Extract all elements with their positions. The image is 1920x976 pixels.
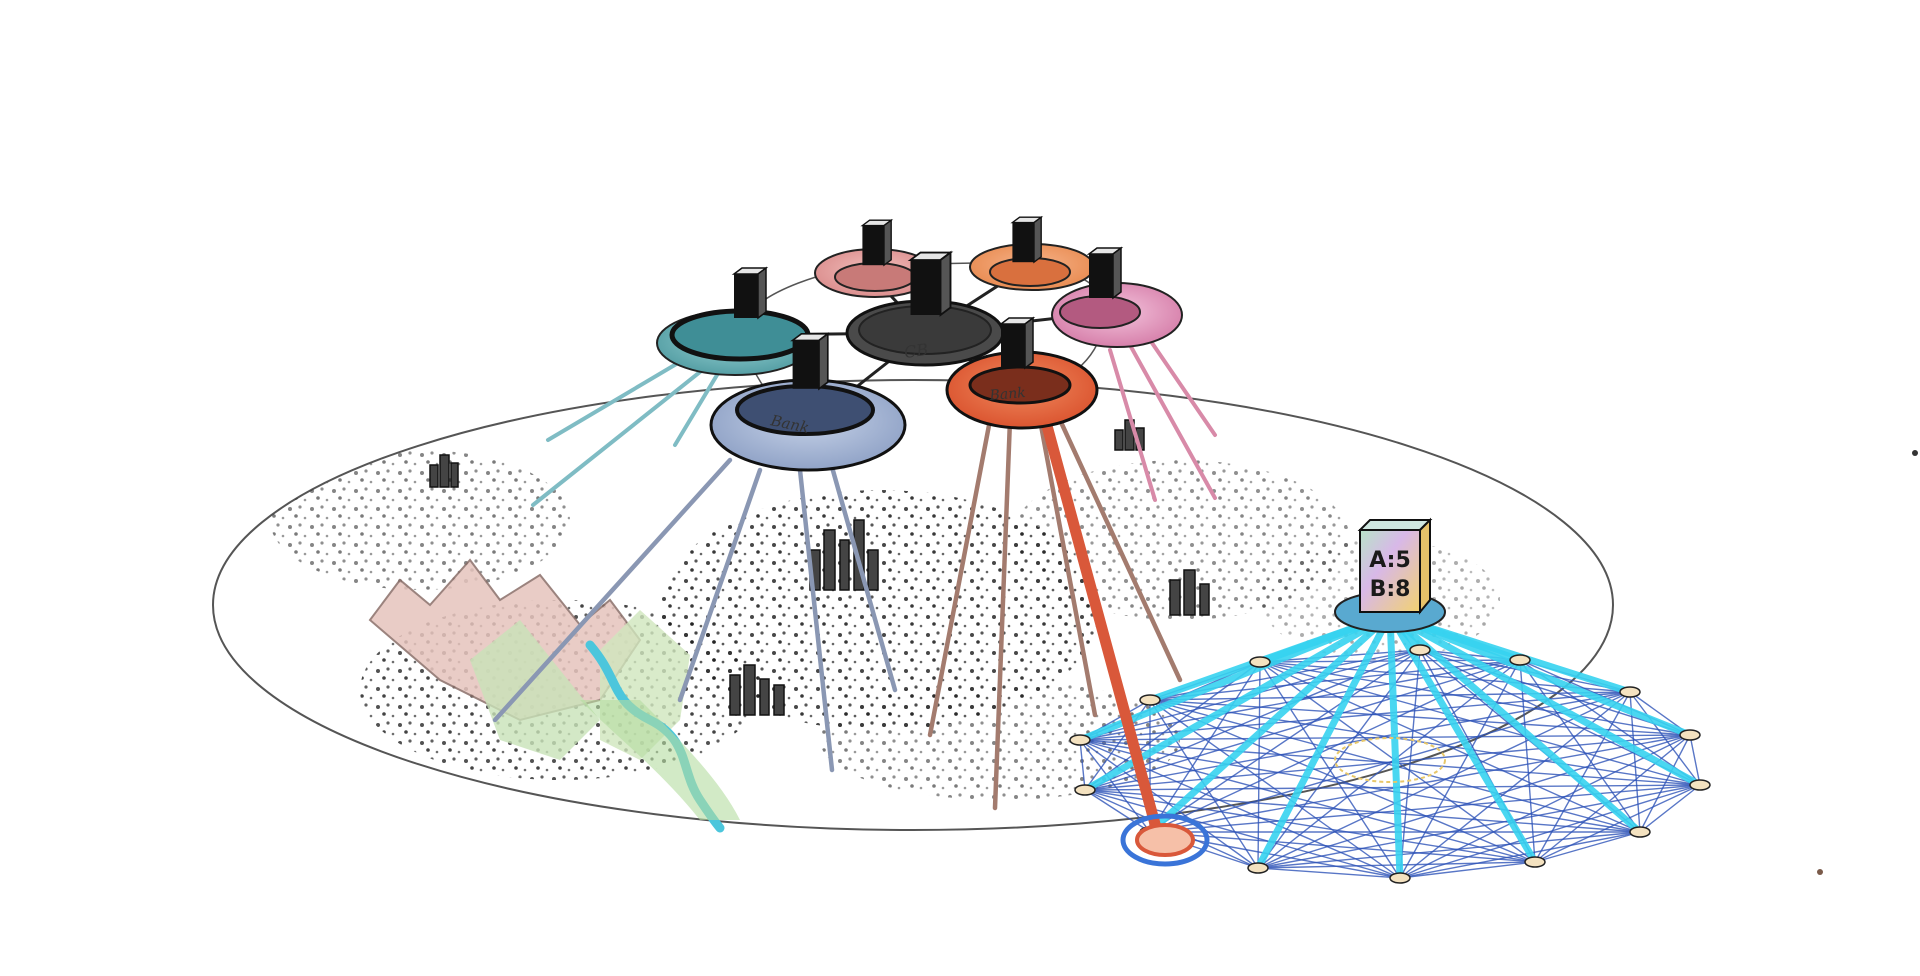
network-endpoint bbox=[1123, 816, 1207, 864]
margin-mark bbox=[1912, 450, 1918, 456]
mesh-node bbox=[1510, 655, 1530, 665]
mesh-node bbox=[1070, 735, 1090, 745]
ledger-line-2: B:8 bbox=[1370, 577, 1411, 602]
bank-node-blue: Bank bbox=[711, 380, 905, 470]
server-icon bbox=[734, 268, 766, 318]
margin-mark bbox=[1817, 869, 1823, 875]
mesh-node bbox=[1630, 827, 1650, 837]
ledger-line-1: A:5 bbox=[1369, 548, 1411, 573]
server-icon bbox=[1001, 318, 1033, 368]
central-bank-label: CB bbox=[903, 340, 930, 362]
bank-node-teal bbox=[657, 311, 813, 375]
server-icon bbox=[1012, 217, 1041, 262]
mesh-link bbox=[1535, 735, 1690, 862]
server-icon bbox=[911, 253, 951, 316]
server-icon bbox=[1089, 248, 1121, 298]
bank-label-red: Bank bbox=[988, 385, 1026, 404]
server-icon bbox=[793, 334, 828, 389]
mesh-node bbox=[1250, 657, 1270, 667]
mesh-node bbox=[1390, 873, 1410, 883]
mesh-node bbox=[1075, 785, 1095, 795]
mesh-node bbox=[1620, 687, 1640, 697]
ledger-box-icon: A:5 B:8 bbox=[1360, 520, 1430, 612]
mesh-node bbox=[1248, 863, 1268, 873]
server-icon bbox=[862, 220, 891, 265]
mesh-node bbox=[1525, 857, 1545, 867]
mesh-node bbox=[1140, 695, 1160, 705]
mesh-node bbox=[1680, 730, 1700, 740]
mesh-node bbox=[1410, 645, 1430, 655]
mesh-node bbox=[1690, 780, 1710, 790]
